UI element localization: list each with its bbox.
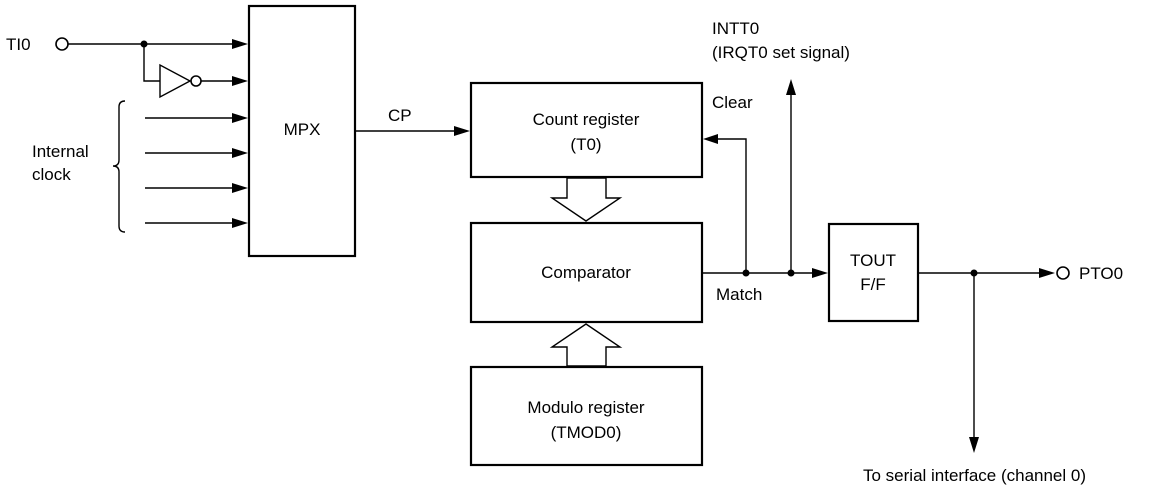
count-to-comparator-bus-arrow bbox=[549, 177, 623, 222]
pto0-label: PTO0 bbox=[1079, 264, 1123, 283]
mpx-label: MPX bbox=[284, 120, 321, 139]
serial-label: To serial interface (channel 0) bbox=[863, 466, 1086, 485]
modulo-register-label-line1: Modulo register bbox=[527, 398, 645, 417]
serial-arrowhead bbox=[969, 437, 979, 453]
mpx-block bbox=[247, 4, 357, 258]
internal-clock-arrowhead-2 bbox=[232, 148, 248, 158]
ti0-pin bbox=[55, 37, 69, 51]
cp-label: CP bbox=[388, 106, 412, 125]
count-register-label-line1: Count register bbox=[533, 110, 640, 129]
cp-arrowhead bbox=[454, 126, 470, 136]
clear-label: Clear bbox=[712, 93, 753, 112]
match-label: Match bbox=[716, 285, 762, 304]
inverter-icon bbox=[159, 63, 192, 99]
internal-clock-label-line1: Internal bbox=[32, 142, 89, 161]
inverter-arrowhead bbox=[232, 76, 248, 86]
ti0-label: TI0 bbox=[6, 35, 31, 54]
match-arrowhead bbox=[812, 268, 828, 278]
internal-clock-arrowhead-1 bbox=[232, 113, 248, 123]
intt0-label-line2: (IRQT0 set signal) bbox=[712, 43, 850, 62]
count-register-label-line2: (T0) bbox=[570, 135, 601, 154]
tout-ff-label-line1: TOUT bbox=[850, 251, 896, 270]
clear-line bbox=[718, 138, 747, 273]
pto0-pin bbox=[1056, 266, 1070, 280]
internal-clock-arrowhead-3 bbox=[232, 183, 248, 193]
intt0-arrowhead bbox=[786, 79, 796, 95]
modulo-register-label-line2: (TMOD0) bbox=[551, 423, 622, 442]
modulo-to-comparator-bus-arrow bbox=[549, 323, 623, 367]
ti0-arrowhead bbox=[232, 39, 248, 49]
tout-ff-label-line2: F/F bbox=[860, 275, 886, 294]
modulo-register-block bbox=[469, 365, 704, 467]
inverter-branch-line bbox=[143, 44, 160, 82]
internal-clock-label-line2: clock bbox=[32, 165, 71, 184]
count-register-block bbox=[469, 81, 704, 179]
tout-ff-block bbox=[827, 222, 920, 323]
clear-arrowhead bbox=[703, 134, 718, 144]
intt0-label-line1: INTT0 bbox=[712, 19, 759, 38]
comparator-block bbox=[469, 221, 704, 324]
pto0-arrowhead bbox=[1039, 268, 1055, 278]
internal-clock-arrowhead-4 bbox=[232, 218, 248, 228]
inverter-bubble bbox=[190, 75, 202, 87]
internal-clock-brace bbox=[112, 100, 126, 233]
comparator-label: Comparator bbox=[541, 263, 631, 282]
